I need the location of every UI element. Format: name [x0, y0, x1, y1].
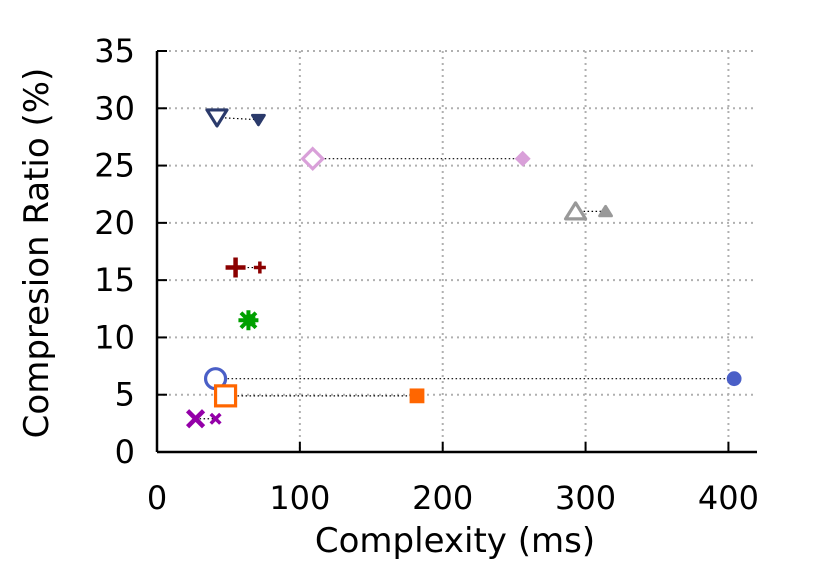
y-tick-label: 0 — [115, 433, 135, 471]
y-tick-label: 25 — [94, 147, 135, 185]
series-plus — [225, 257, 266, 278]
plus-marker — [253, 261, 266, 274]
cross-marker — [209, 412, 222, 425]
series-triangle-up — [563, 201, 613, 221]
series-square — [213, 384, 425, 408]
x-tick-label: 0 — [147, 479, 167, 517]
series-cross — [185, 409, 222, 429]
y-tick-label: 10 — [94, 318, 135, 356]
y-tick-label: 20 — [94, 204, 135, 242]
asterisk-marker — [238, 310, 259, 331]
triangle-up-marker — [598, 204, 613, 218]
y-axis-title: Compresion Ratio (%) — [17, 68, 57, 439]
circle-marker — [726, 371, 742, 387]
grid-lines — [157, 50, 757, 452]
connector-line — [216, 116, 259, 121]
cross-marker — [185, 409, 206, 429]
x-tick-label: 200 — [412, 479, 473, 517]
data-series — [185, 108, 742, 429]
series-asterisk — [238, 310, 259, 331]
axes — [155, 50, 757, 454]
x-tick-label: 100 — [269, 479, 330, 517]
plus-marker — [225, 257, 246, 278]
x-tick-label: 400 — [698, 479, 759, 517]
series-circle — [203, 367, 742, 391]
diamond-marker — [514, 150, 531, 167]
square-marker — [213, 384, 238, 408]
tick-labels: 0 5 10 15 20 25 30 35 0 100 200 300 400 — [94, 32, 759, 517]
x-tick-label: 300 — [555, 479, 616, 517]
y-tick-label: 35 — [94, 32, 135, 70]
x-axis-title: Complexity (ms) — [315, 521, 595, 561]
triangle-down-marker — [205, 108, 229, 128]
series-triangle-down — [205, 108, 266, 128]
triangle-down-marker — [251, 113, 266, 127]
square-marker — [409, 388, 425, 404]
y-tick-label: 5 — [115, 376, 135, 414]
triangle-up-marker — [563, 201, 588, 221]
y-tick-label: 15 — [94, 261, 135, 299]
diamond-marker — [300, 146, 325, 171]
y-tick-label: 30 — [94, 89, 135, 127]
series-diamond — [300, 146, 531, 171]
